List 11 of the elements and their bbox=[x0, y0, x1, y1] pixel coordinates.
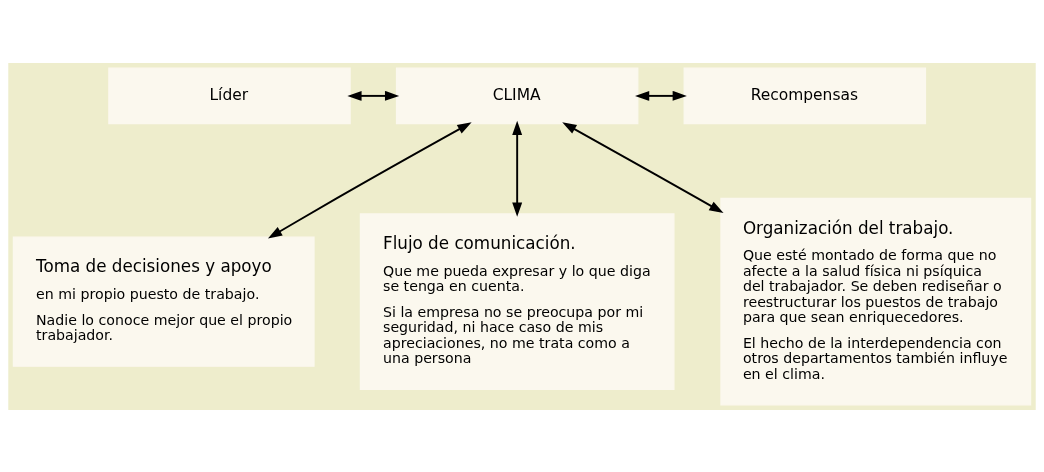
arrow bbox=[635, 90, 687, 101]
arrow bbox=[512, 120, 523, 217]
arrow bbox=[267, 121, 472, 238]
node-box: Líder bbox=[108, 67, 351, 124]
node-box: Toma de decisiones y apoyo en mi propio puesto de trabajo. Nadie lo conoce mejor que el propio trabajador. bbox=[12, 236, 315, 367]
node-box: Recompensas bbox=[683, 67, 927, 124]
node-box: Flujo de comunicación. Que me pueda expresar y lo que diga se tenga en cuenta. Si la empresa no se preocupa por mi seguridad, ni hace caso de mis apreciaciones, no me trata como a una persona bbox=[359, 212, 675, 390]
node-box: Organización del trabajo. Que esté montado de forma que no afecte a la salud física ni psíquica del trabajador. Se deben rediseñar o reestructurar los puestos de trabajo para que sean enriquecedores. El hecho de la interdependencia con otros departamentos también influye en el clima. bbox=[720, 197, 1032, 405]
arrow bbox=[347, 90, 400, 101]
node-box: CLIMA bbox=[395, 67, 639, 124]
arrow bbox=[562, 121, 724, 213]
